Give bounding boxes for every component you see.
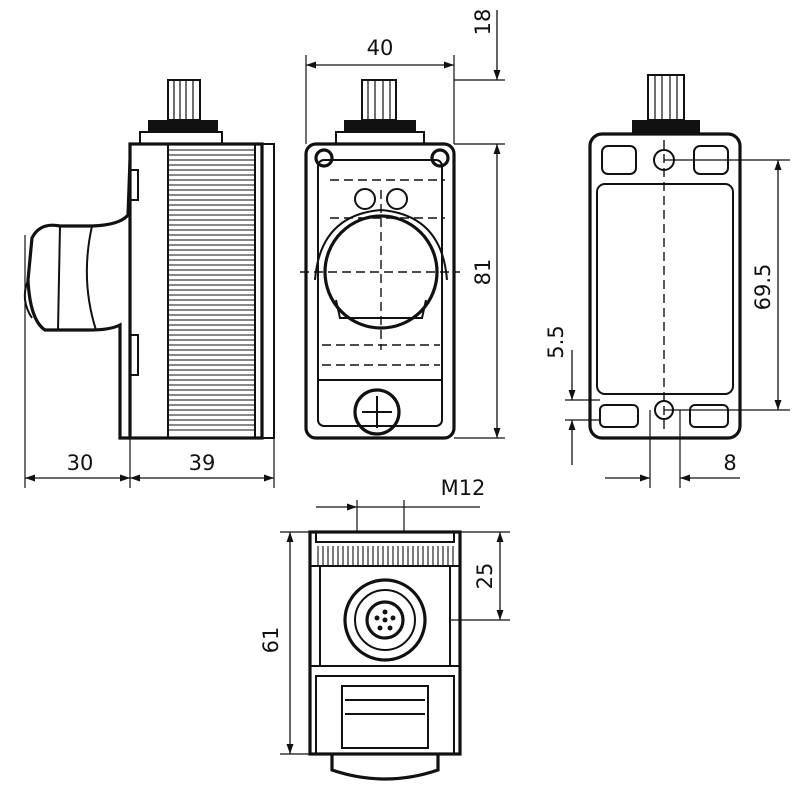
side-view [23, 79, 275, 440]
side-dimensions: 30 39 [24, 235, 275, 488]
side-connector [139, 79, 223, 145]
side-body [128, 142, 275, 440]
front-connector [335, 79, 425, 145]
dim-hole-offset: 5.5 [544, 325, 568, 358]
connector-icon [343, 578, 427, 662]
front-dimensions: 40 18 81 [305, 9, 505, 439]
dim-height-front: 81 [471, 259, 495, 286]
screw-icon [353, 388, 401, 436]
dim-base-depth: 30 [67, 451, 94, 475]
back-connector [632, 74, 700, 134]
dim-hole-spacing: 69.5 [751, 264, 775, 311]
dim-body-depth: 39 [189, 451, 216, 475]
front-view: 40 18 81 [300, 9, 505, 440]
front-housing [300, 142, 460, 440]
back-housing [588, 132, 742, 440]
cooling-fins [168, 149, 255, 431]
dim-width-front: 40 [367, 36, 394, 60]
top-body [308, 530, 462, 781]
top-dimensions: M12 25 61 [259, 476, 510, 755]
dim-top-clearance: 18 [471, 9, 495, 36]
dim-slot-width: 8 [723, 451, 736, 475]
mount-screw-icon [314, 148, 334, 168]
lens-icon [323, 214, 439, 330]
cooling-fins-top [317, 546, 454, 566]
back-view: 69.5 5.5 8 [544, 74, 790, 488]
dim-body-height-top: 61 [259, 627, 283, 654]
side-head [23, 159, 132, 440]
back-dimensions: 69.5 5.5 8 [544, 159, 790, 488]
dim-connector-height: 25 [473, 563, 497, 590]
dim-thread: M12 [441, 476, 486, 500]
top-view: M12 25 61 [259, 476, 510, 781]
mount-screw-icon [430, 148, 450, 168]
